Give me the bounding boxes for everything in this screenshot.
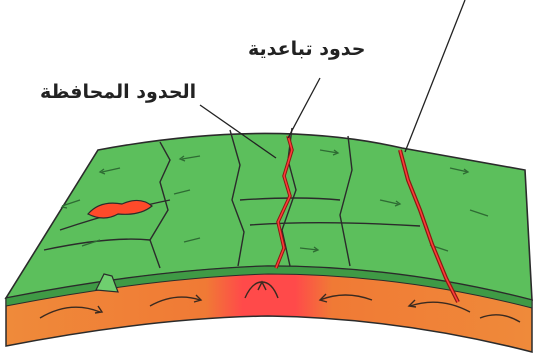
divergent-leader: [288, 78, 320, 138]
top-right-leader: [405, 0, 465, 152]
divergent-boundary-label: حدود تباعدية: [248, 38, 365, 60]
conservative-boundary-label: الحدود المحافظة: [40, 81, 196, 103]
